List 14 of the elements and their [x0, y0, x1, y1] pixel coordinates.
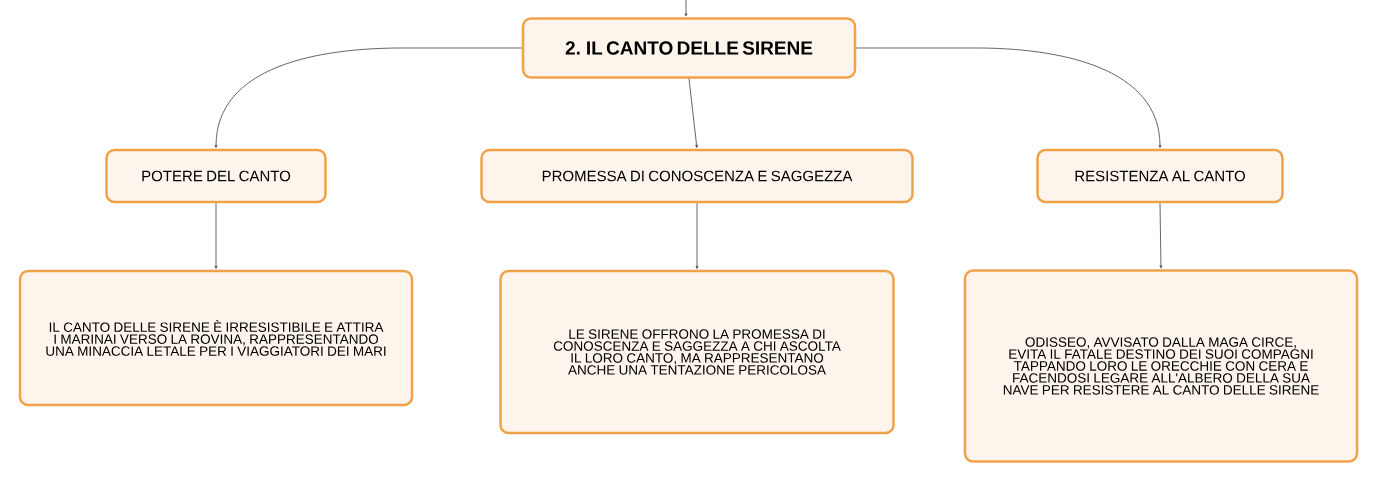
description-box: IL CANTO DELLE SIRENE È IRRESISTIBILE E ATTIRA I MARINAI VERSO LA ROVINA, RAPPRESENTANDO UNA MINACCIA LETALE PER I VIAGGIATORI DEI MARI — [18, 269, 414, 407]
description-box: LE SIRENE OFFRONO LA PROMESSA DI CONOSCENZA E SAGGEZZA A CHI ASCOLTA IL LORO CANTO, MA RAPPRESENTANO ANCHE UNA TENTAZIONE PERICOLOSA — [499, 269, 895, 435]
title-box: 2. IL CANTO DELLE SIRENE — [521, 17, 857, 79]
arrow — [1159, 202, 1163, 269]
arrow — [695, 202, 699, 270]
arrow — [688, 78, 699, 149]
description-box: ODISSEO, AVVISATO DALLA MAGA CIRCE, EVITA IL FATALE DESTINO DEI SUOI COMPAGNI TAPPANDO LORO LE ORECCHIE CON CERA E FACENDOSI LEGARE ALL'ALBERO DELLA SUA NAVE PER RESISTERE AL CANTO DELLE SIRENE — [963, 269, 1359, 463]
topic-box: RESISTENZA AL CANTO — [1036, 148, 1284, 204]
arrow — [214, 47, 523, 149]
topic-box: PROMESSA DI CONOSCENZA E SAGGEZZA — [480, 148, 914, 204]
topic-box: POTERE DEL CANTO — [105, 148, 327, 204]
arrow — [855, 47, 1162, 149]
arrow — [684, 0, 688, 17]
arrow — [214, 202, 218, 270]
